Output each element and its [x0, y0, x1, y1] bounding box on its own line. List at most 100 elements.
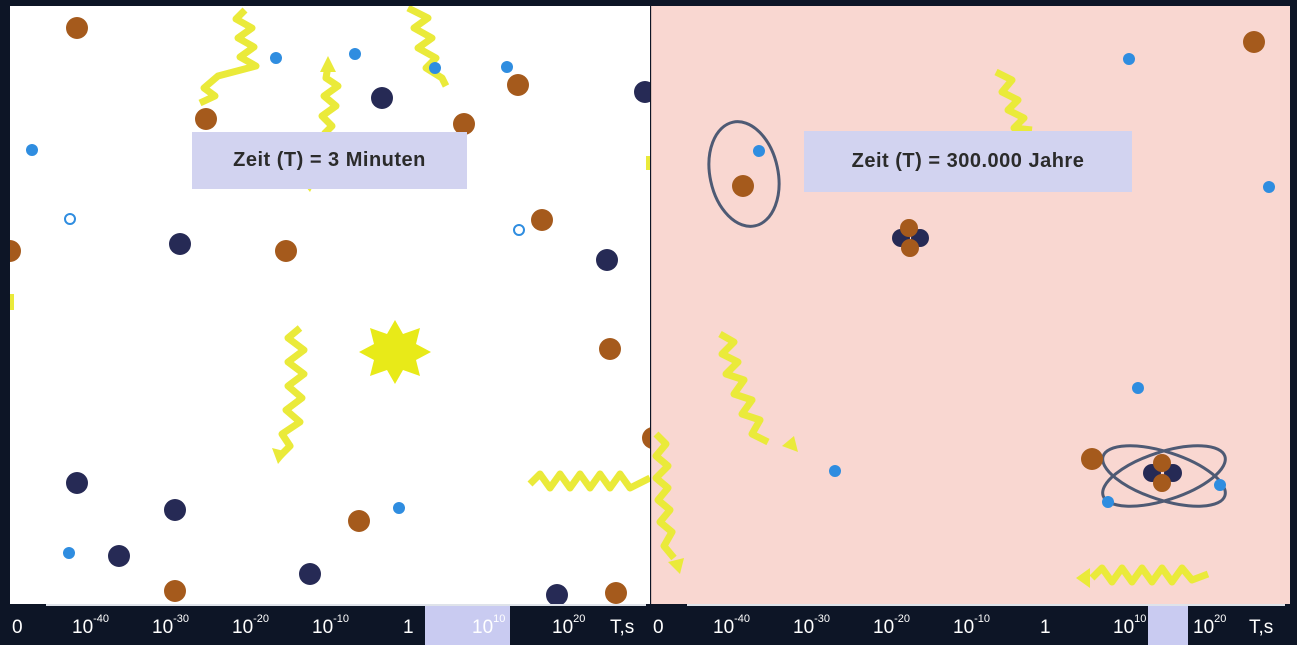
- tick-1e10: 1010: [1113, 613, 1147, 638]
- tick-1e-10: 10-10: [953, 613, 991, 638]
- photon-wave: [406, 6, 450, 88]
- photon-wave: [277, 325, 308, 459]
- proton: [507, 74, 529, 96]
- electron: [1123, 53, 1135, 65]
- positron: [513, 224, 525, 236]
- electron-orbit: [1101, 444, 1227, 508]
- electron: [1263, 181, 1275, 193]
- neutron: [596, 249, 618, 271]
- electron: [501, 61, 513, 73]
- photon-arrowhead: [1076, 568, 1090, 588]
- axis-line: [687, 604, 1285, 606]
- tick-1e20: 1020: [552, 613, 586, 638]
- right-border: [1289, 0, 1297, 645]
- time-axis-left: 0 10-40 10-30 10-20 10-10 1 1010 1020 T,…: [10, 604, 650, 645]
- proton: [1153, 474, 1171, 492]
- tick-zero: 0: [12, 617, 23, 638]
- proton: [1081, 448, 1103, 470]
- tick-1e-40: 10-40: [713, 613, 751, 638]
- protons-right: [1081, 31, 1265, 470]
- neutron: [164, 499, 186, 521]
- edge-photon-bit: [646, 156, 650, 170]
- electrons-left: [26, 48, 513, 559]
- tick-1e-40: 10-40: [72, 613, 110, 638]
- neutron: [66, 472, 88, 494]
- tick-1e-30: 10-30: [793, 613, 831, 638]
- photon-arrowhead: [782, 436, 798, 452]
- electron-orbit: [1101, 444, 1227, 508]
- tick-1e20: 1020: [1193, 613, 1227, 638]
- edge-photon-bit: [10, 294, 14, 310]
- photon-arrowhead: [272, 448, 288, 464]
- top-border: [0, 0, 1297, 6]
- electron: [429, 62, 441, 74]
- photon-group-left: [198, 6, 650, 492]
- panel-three-minutes: Zeit (T) = 3 Minuten: [10, 6, 650, 604]
- particle-field-left: [10, 6, 650, 604]
- photon-wave: [527, 470, 650, 492]
- electron: [393, 502, 405, 514]
- proton: [732, 175, 754, 197]
- proton: [195, 108, 217, 130]
- photon-wave: [994, 68, 1033, 134]
- axis-unit: T,s: [1249, 617, 1274, 638]
- electron: [63, 547, 75, 559]
- particle-field-right: [652, 31, 1275, 588]
- electron-orbit: [707, 120, 781, 228]
- electron: [1214, 479, 1226, 491]
- photon-heads-right: [668, 436, 1090, 588]
- tick-1e10: 1010: [472, 613, 506, 638]
- electron: [349, 48, 361, 60]
- tick-1e-20: 10-20: [873, 613, 911, 638]
- proton: [10, 240, 21, 262]
- neutron: [634, 81, 650, 103]
- neutron: [108, 545, 130, 567]
- helium-atom: [1101, 444, 1227, 508]
- tick-1e-30: 10-30: [152, 613, 190, 638]
- axis-highlight: [1148, 606, 1188, 645]
- neutron: [546, 584, 568, 604]
- tick-1e-20: 10-20: [232, 613, 270, 638]
- positron: [64, 213, 76, 225]
- tick-one: 1: [1040, 617, 1051, 638]
- time-caption-left: Zeit (T) = 3 Minuten: [192, 132, 467, 189]
- panel-three-hundred-thousand-years: Zeit (T) = 300.000 Jahre: [651, 6, 1290, 604]
- tick-1e-10: 10-10: [312, 613, 350, 638]
- tick-one: 1: [403, 617, 414, 638]
- axis-highlight: [425, 606, 510, 645]
- photon-wave: [318, 65, 342, 137]
- protons-left: [10, 17, 650, 604]
- electron: [1102, 496, 1114, 508]
- photon-wave: [198, 7, 260, 107]
- proton: [531, 209, 553, 231]
- axis-line: [46, 604, 646, 606]
- electron: [270, 52, 282, 64]
- burst-star: [359, 320, 431, 384]
- electron: [1132, 382, 1144, 394]
- proton: [605, 582, 627, 604]
- time-axis-right: 0 10-40 10-30 10-20 10-10 1 1010 1020 T,…: [651, 604, 1289, 645]
- electron: [753, 145, 765, 157]
- left-border: [0, 0, 10, 645]
- proton: [900, 219, 918, 237]
- proton: [275, 240, 297, 262]
- tick-zero: 0: [653, 617, 664, 638]
- neutron: [169, 233, 191, 255]
- proton: [164, 580, 186, 602]
- photon-wave: [718, 330, 770, 446]
- neutron: [299, 563, 321, 585]
- time-caption-right: Zeit (T) = 300.000 Jahre: [804, 131, 1132, 192]
- helium-nucleus-free: [892, 219, 929, 257]
- hydrogen-atom: [707, 120, 781, 228]
- proton: [348, 510, 370, 532]
- neutron: [371, 87, 393, 109]
- proton: [901, 239, 919, 257]
- photon-group-right: [652, 68, 1210, 586]
- photon-arrowhead: [668, 558, 684, 574]
- positrons-left: [64, 213, 525, 236]
- proton: [599, 338, 621, 360]
- photon-wave: [1089, 564, 1210, 586]
- electron: [829, 465, 841, 477]
- proton: [453, 113, 475, 135]
- proton: [1153, 454, 1171, 472]
